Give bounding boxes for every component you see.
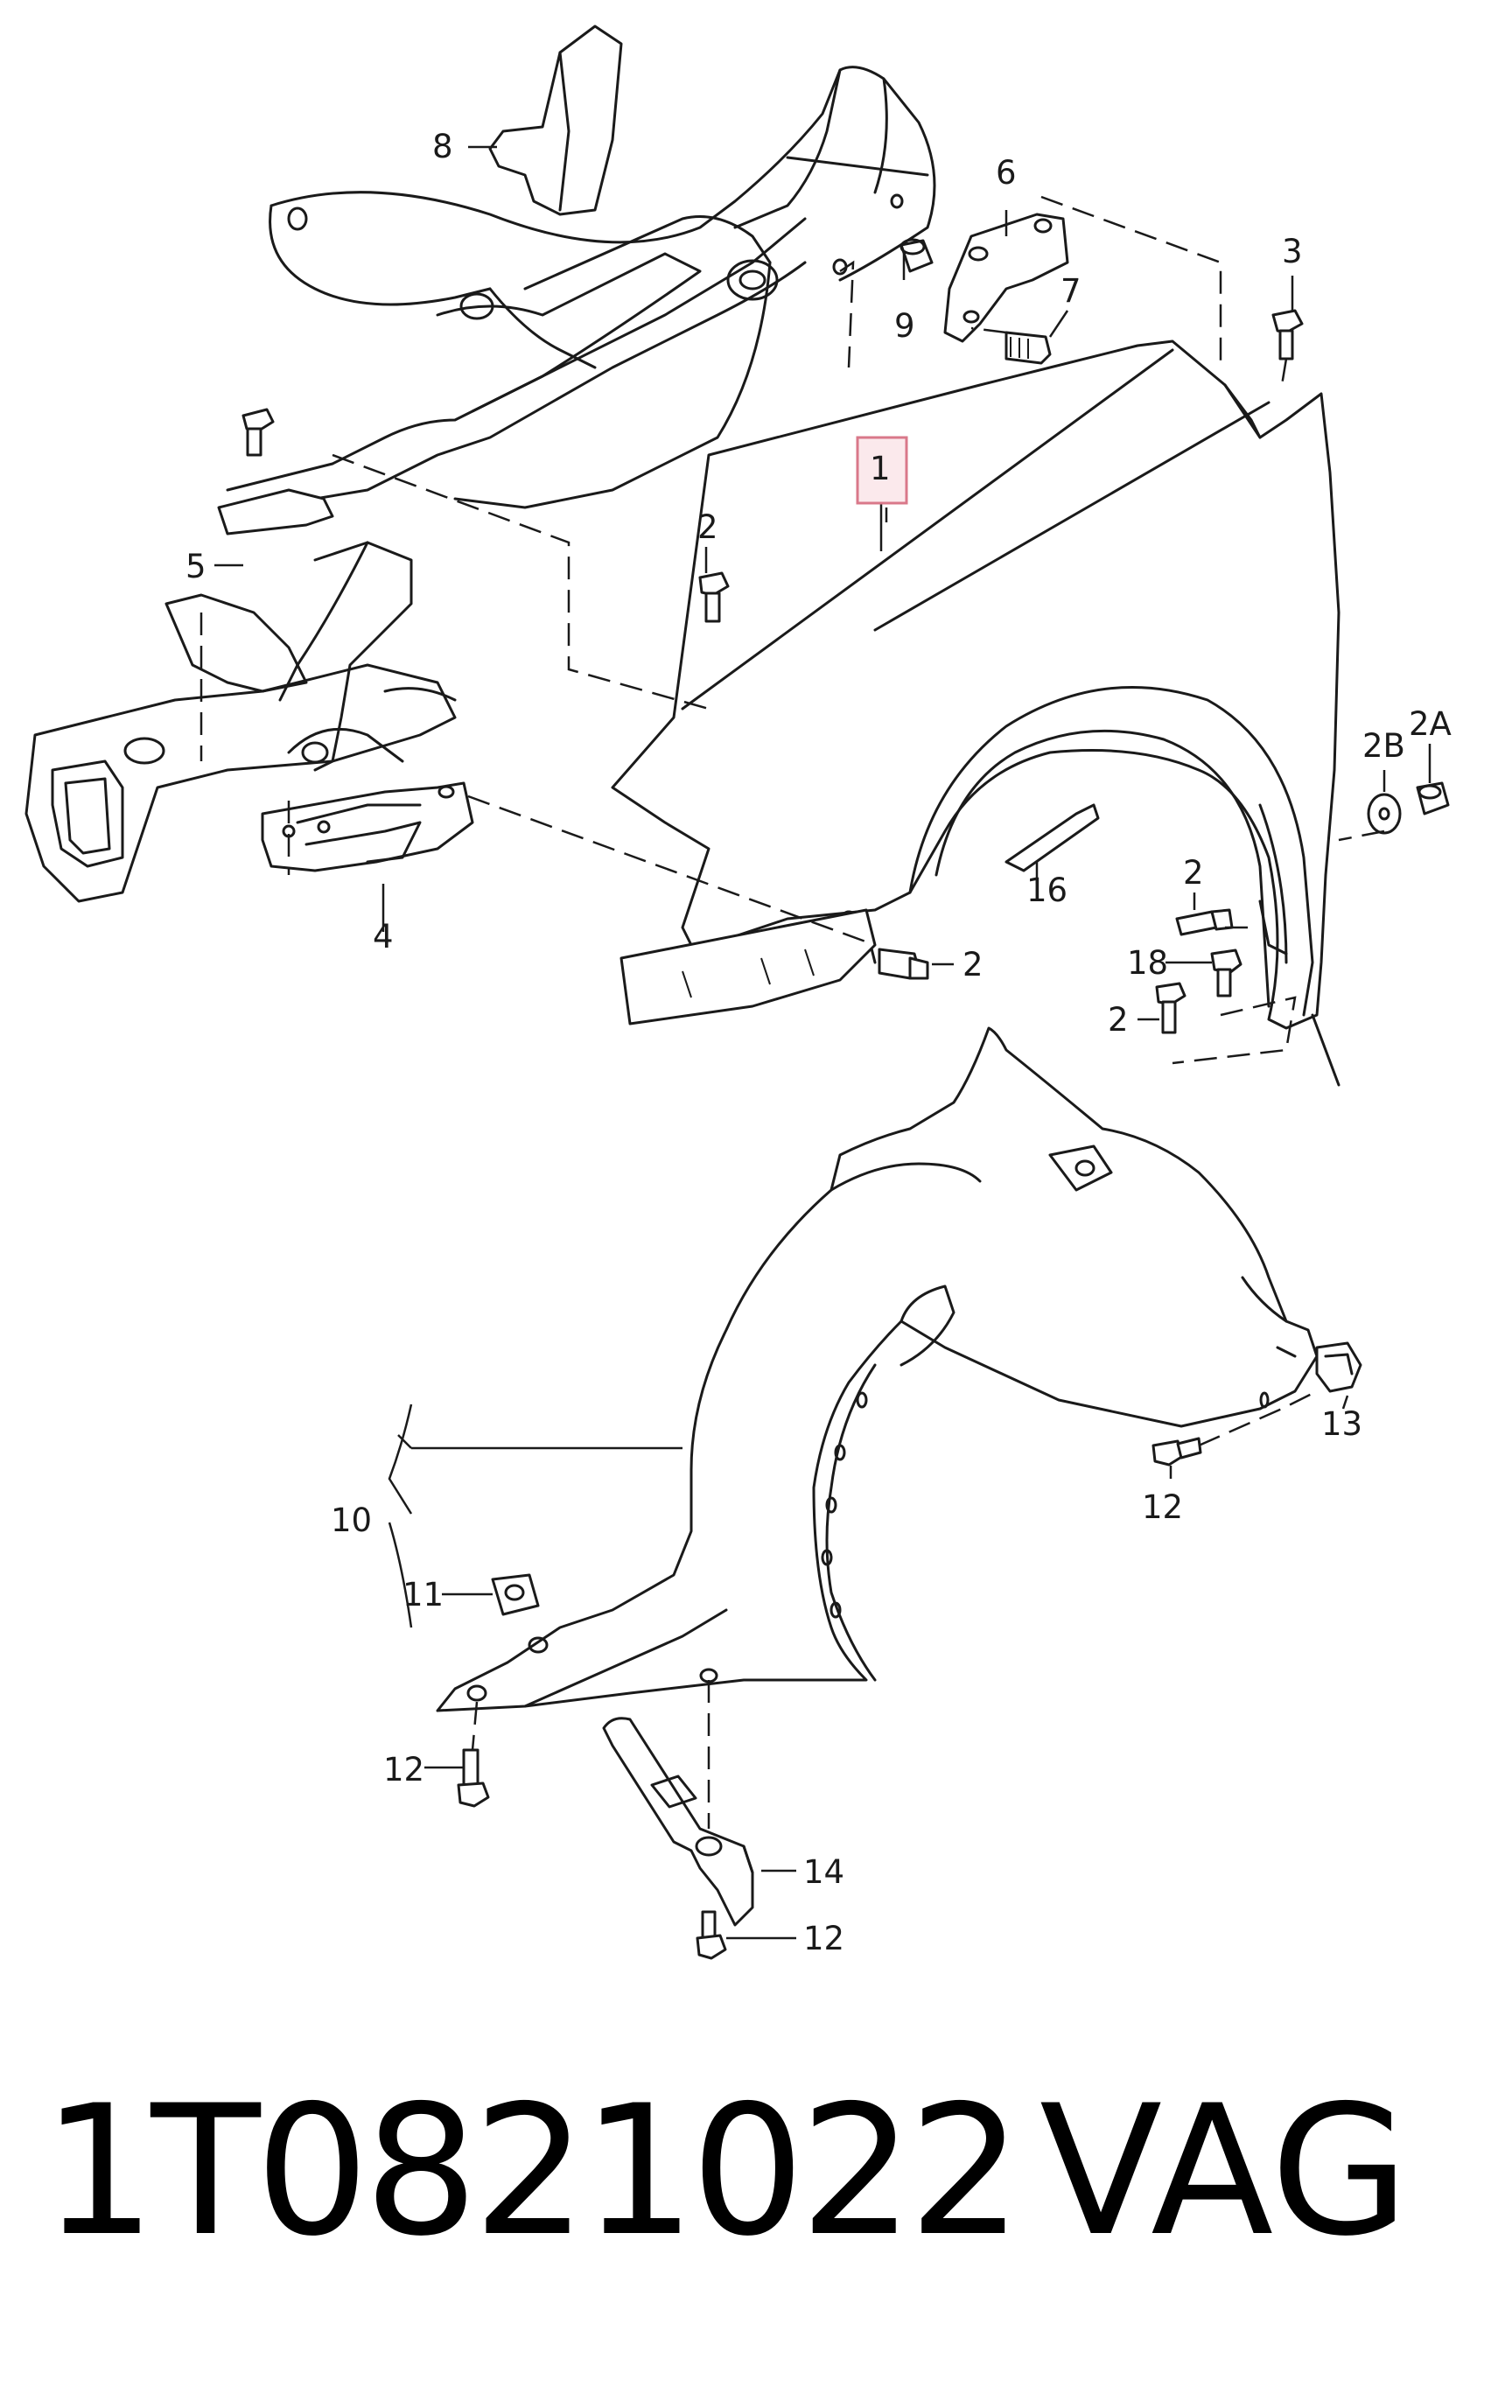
fender-lower-flange — [620, 908, 877, 1026]
callout-2-right-lower: 2 — [1108, 1001, 1129, 1039]
part-number: 1T0821022 — [42, 2068, 1023, 2276]
callout-1: 1 — [870, 450, 891, 487]
washer-2B — [1367, 793, 1402, 835]
callout-2-top: 2 — [697, 508, 718, 546]
brand-name: VAG — [1040, 2068, 1410, 2276]
part-13-clip — [1315, 1341, 1362, 1393]
screw-2-right-lower — [1155, 982, 1186, 1034]
assembly-lines — [200, 195, 1385, 1829]
part-18-screw — [1210, 948, 1242, 998]
callout-4: 4 — [373, 918, 394, 956]
callout-14: 14 — [803, 1853, 844, 1891]
nut-2A — [1416, 781, 1450, 816]
callout-3: 3 — [1282, 233, 1303, 270]
callout-7: 7 — [1060, 272, 1082, 310]
screw-2-flange — [878, 948, 929, 980]
part-14-bracket — [602, 1717, 754, 1927]
callout-16: 16 — [1026, 872, 1068, 909]
screw-2-right-upper — [1175, 908, 1234, 936]
callout-10: 10 — [331, 1502, 372, 1539]
callout-12-bottom: 12 — [803, 1920, 844, 1957]
body-structure — [24, 66, 936, 903]
callout-9: 9 — [894, 307, 915, 345]
part-7-screw — [1004, 331, 1052, 365]
part-4-bracket — [261, 781, 474, 872]
callout-18: 18 — [1127, 944, 1168, 982]
callout-labels: 1 8 6 9 7 3 2 5 4 2 16 2 18 2 2B 2A 10 1… — [186, 128, 1452, 1957]
callout-6: 6 — [996, 154, 1017, 192]
part-11-clip-nut — [491, 1573, 540, 1616]
part-8-bracket — [488, 24, 623, 216]
callout-11: 11 — [402, 1576, 444, 1614]
callout-2-right-upper: 2 — [1183, 854, 1204, 892]
part-9-spacer — [900, 238, 934, 273]
part-6-bracket — [943, 213, 1069, 343]
callout-5: 5 — [186, 548, 206, 585]
part-10-wheel-liner — [436, 1026, 1319, 1712]
part-5-screw — [242, 408, 275, 457]
callout-2A: 2A — [1409, 705, 1452, 743]
part-3-screw — [1271, 309, 1304, 360]
screw-2-top — [698, 571, 730, 623]
screw-12-left — [457, 1748, 490, 1808]
leader-lines — [214, 145, 1432, 1940]
callout-13: 13 — [1321, 1405, 1362, 1443]
callout-8: 8 — [432, 128, 453, 165]
callout-2B: 2B — [1362, 727, 1405, 765]
callout-12-right: 12 — [1142, 1488, 1183, 1526]
callout-1-highlight — [856, 436, 908, 505]
screw-12-right — [1152, 1437, 1202, 1466]
callout-2-flange: 2 — [962, 946, 984, 984]
callout-12-left: 12 — [383, 1751, 424, 1788]
screw-12-bottom — [696, 1910, 727, 1960]
part-16-trim — [1004, 803, 1100, 872]
part-1-fender — [611, 340, 1340, 1087]
